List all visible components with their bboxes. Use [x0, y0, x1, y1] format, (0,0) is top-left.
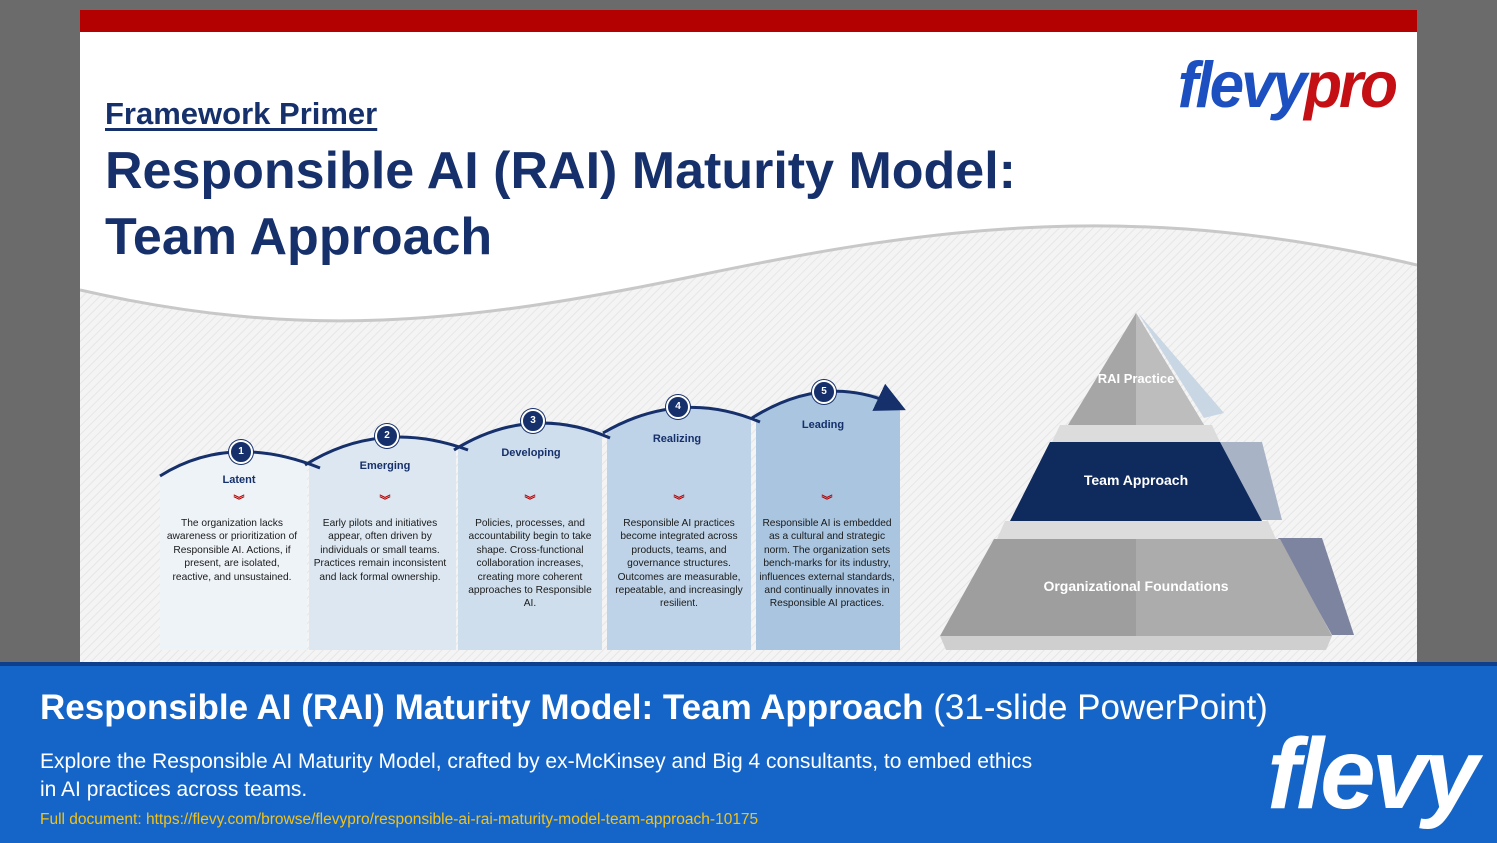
stage-1-number: 1 — [229, 440, 253, 464]
stage-5-description: Responsible AI is embedded as a cultural… — [759, 518, 895, 610]
pyramid-top-side — [1138, 313, 1224, 418]
stage-2-name: Emerging — [359, 460, 411, 472]
stage-5-column — [756, 391, 900, 650]
stage-2-chevron-icon: ︾ — [379, 495, 391, 507]
stage-3-column — [458, 421, 602, 650]
flevy-logo: flevy — [1267, 718, 1479, 830]
stage-1-description: The organization lacks awareness or prio… — [166, 518, 298, 583]
footer-description: Explore the Responsible AI Maturity Mode… — [40, 750, 1033, 801]
stage-4-description: Responsible AI practices become integrat… — [615, 518, 743, 610]
framework-primer-label: Framework Primer — [105, 96, 378, 131]
footer-banner: Responsible AI (RAI) Maturity Model: Tea… — [0, 662, 1497, 843]
pyramid-middle-tier — [1010, 442, 1262, 521]
maturity-stages-diagram — [159, 383, 906, 650]
stage-4-chevron-icon: ︾ — [673, 495, 685, 507]
footer-title-main: Responsible AI (RAI) Maturity Model: Tea… — [40, 688, 924, 727]
pyramid-diagram — [940, 313, 1354, 650]
stage-2-description: Early pilots and initiatives appear, oft… — [313, 518, 447, 583]
footer-subtitle: (31-slide PowerPoint) — [933, 688, 1268, 727]
stage-1-name: Latent — [222, 474, 256, 486]
footer-title: Responsible AI (RAI) Maturity Model: Tea… — [40, 688, 1268, 728]
slide-title: Responsible AI (RAI) Maturity Model: Tea… — [105, 142, 1016, 266]
stage-3-number: 3 — [521, 409, 545, 433]
stage-4-name: Realizing — [652, 433, 702, 445]
pyramid-top-label: RAI Practice — [1097, 371, 1175, 386]
stage-5-name: Leading — [801, 419, 845, 431]
pyramid-middle-label: Team Approach — [1083, 472, 1189, 488]
stage-5-chevron-icon: ︾ — [821, 495, 833, 507]
pyramid-bottom-side — [1278, 538, 1354, 635]
stage-4-column — [607, 407, 751, 650]
pyramid-bottom-label: Organizational Foundations — [1043, 578, 1229, 594]
stage-2-column — [309, 436, 456, 650]
footer-top-line — [0, 662, 1497, 666]
stage-2-number: 2 — [375, 424, 399, 448]
stage-4-number: 4 — [666, 395, 690, 419]
document-link[interactable]: Full document: https://flevy.com/browse/… — [40, 811, 759, 828]
stage-1-chevron-icon: ︾ — [233, 495, 245, 507]
pyramid-middle-side — [1216, 442, 1282, 520]
stage-3-chevron-icon: ︾ — [524, 495, 536, 507]
logo-text-pro: pro — [1304, 49, 1398, 122]
flevypro-logo: flevypro — [1177, 48, 1398, 123]
stage-5-number: 5 — [812, 380, 836, 404]
stage-3-name: Developing — [501, 447, 561, 459]
stage-1-column — [160, 451, 307, 650]
slide-top-bar — [80, 10, 1417, 32]
slide: Framework Primer Responsible AI (RAI) Ma… — [80, 10, 1417, 662]
stage-3-description: Policies, processes, and accountability … — [468, 518, 592, 610]
logo-text-flevy: flevy — [1177, 49, 1307, 122]
